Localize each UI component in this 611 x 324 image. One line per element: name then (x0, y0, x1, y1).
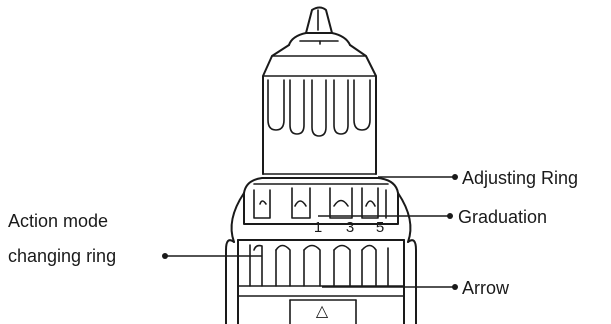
arrow-indicator-icon: △ (316, 303, 329, 320)
scale-mark-3: 3 (346, 219, 354, 236)
chuck-tip (305, 6, 333, 34)
chuck-upper-sleeve (262, 44, 377, 175)
label-adjusting-ring: Adjusting Ring (462, 168, 578, 188)
leader-lines (162, 174, 458, 290)
chuck-collar (288, 32, 351, 46)
label-arrow: Arrow (462, 278, 510, 298)
adjusting-ring (230, 177, 412, 243)
scale-mark-1: 1 (314, 219, 322, 236)
leader-dot-adjusting-ring (452, 174, 458, 180)
scale-mark-5: 5 (376, 219, 384, 236)
leader-dot-graduation (447, 213, 453, 219)
label-action-mode-line1: Action mode (8, 211, 108, 231)
graduation-scale: 1 3 5 (314, 219, 384, 236)
graduation-windows (253, 187, 387, 219)
action-mode-ring (225, 239, 417, 324)
label-graduation: Graduation (458, 207, 547, 227)
leader-dot-arrow (452, 284, 458, 290)
label-action-mode-line2: changing ring (8, 246, 116, 266)
sleeve-grip-ridges (267, 79, 371, 137)
leader-dot-action-mode (162, 253, 168, 259)
lower-body (237, 289, 405, 324)
